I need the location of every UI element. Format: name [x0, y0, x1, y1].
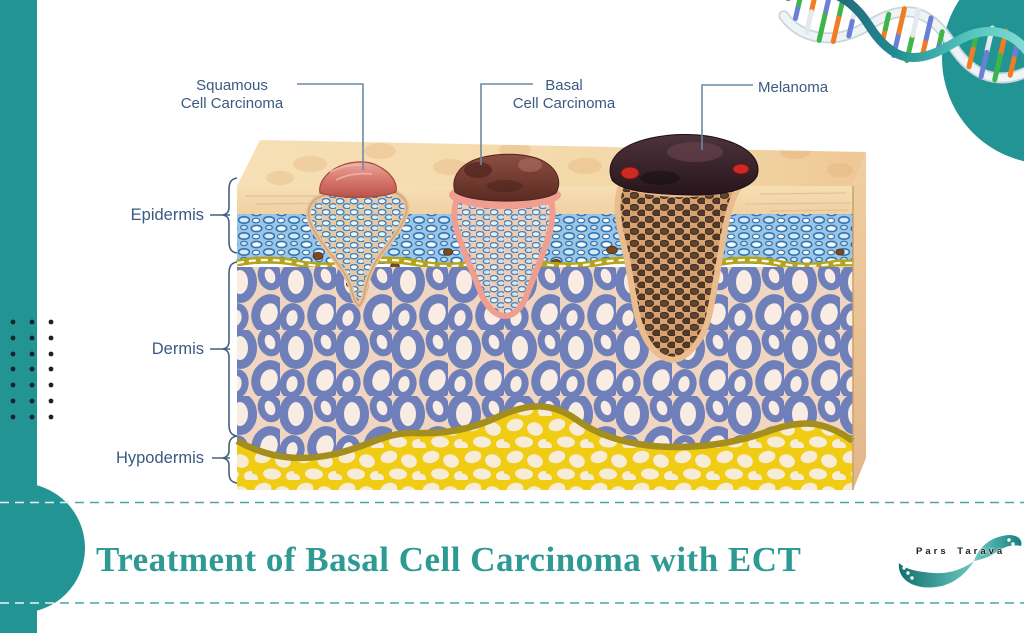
basal-cell-carcinoma-tumor [449, 153, 561, 320]
dna-helix-icon [778, 0, 1024, 84]
label-line: Squamous [196, 77, 268, 94]
label-line: Cell Carcinoma [512, 95, 616, 112]
label-basal-cell-carcinoma: Basal Cell Carcinoma [500, 77, 628, 113]
label-line: Basal [545, 77, 583, 94]
label-dermis: Dermis [151, 340, 204, 358]
skin-side-face [853, 152, 866, 490]
hypodermis-layer [235, 403, 855, 490]
label-melanoma: Melanoma [758, 79, 878, 97]
skin-block [210, 83, 866, 490]
tumor-leader-lines [297, 83, 753, 170]
pars-tarava-logo-ribbon [898, 535, 1022, 588]
melanoma-tumor [609, 134, 759, 363]
logo-gap [949, 546, 958, 557]
page-title: Treatment of Basal Cell Carcinoma with E… [96, 540, 802, 579]
corner-dots-decoration [10, 319, 54, 420]
pars-tarava-logo-text: Pars Tarava [916, 546, 1005, 557]
label-hypodermis: Hypodermis [115, 449, 204, 467]
squamous-cell-carcinoma-tumor [306, 161, 410, 310]
label-epidermis: Epidermis [130, 206, 204, 224]
label-line: Melanoma [758, 79, 829, 96]
label-squamous-cell-carcinoma: Squamous Cell Carcinoma [168, 77, 296, 113]
layer-braces [210, 177, 238, 484]
logo-word-pars: Pars [916, 546, 949, 557]
bottom-left-circle [0, 483, 85, 613]
logo-word-tarava: Tarava [957, 546, 1006, 557]
label-line: Cell Carcinoma [180, 95, 284, 112]
